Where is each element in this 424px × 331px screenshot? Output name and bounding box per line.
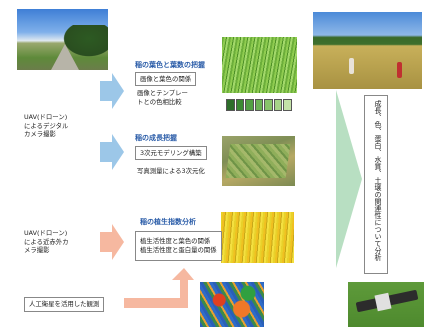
growth-header: 稲の成長把握	[135, 134, 177, 142]
3d-model-surface	[225, 144, 291, 178]
color-swatch	[264, 99, 273, 111]
field-survey-photo	[313, 12, 422, 89]
result-box: 成長、色、蛋白、水質、土壌の関連性について分析	[364, 95, 388, 274]
fixed-wing-drone-photo	[348, 282, 424, 327]
satellite-image	[200, 282, 264, 327]
person-figure	[397, 62, 402, 78]
drone-body	[374, 292, 392, 312]
color-swatch	[235, 99, 245, 111]
leaf-color-box: 画像と葉色の関係	[135, 72, 197, 86]
growth-box: 3次元モデリング構築	[135, 146, 207, 160]
vegetation-index-photo	[221, 212, 294, 263]
blue-arrow-icon	[100, 73, 124, 109]
growth-text: 写真測量による3次元化	[137, 167, 205, 175]
vegetation-box: 植生活性度と葉色の関係 植生活性度と蛋白量の関係	[135, 231, 222, 261]
3d-model-photo	[222, 136, 295, 186]
color-swatch	[283, 99, 293, 111]
color-swatch	[254, 99, 264, 111]
rice-plant-photo	[222, 37, 297, 93]
color-swatch	[273, 99, 283, 111]
satellite-box: 人工衛星を活用した観測	[24, 297, 105, 312]
rural-road-photo	[17, 9, 108, 70]
vegetation-header: 稲の植生指数分析	[140, 218, 196, 226]
leaf-color-header: 稲の葉色と葉数の把握	[135, 61, 205, 69]
uav-infrared-label: UAV(ドローン) による近赤外カ メラ撮影	[24, 229, 69, 255]
color-swatch	[226, 99, 235, 111]
person-figure	[349, 58, 354, 74]
green-arrow-icon	[336, 90, 362, 268]
uav-digital-label: UAV(ドローン) によるデジタル カメラ撮影	[24, 113, 69, 139]
salmon-arrow-icon	[100, 224, 124, 260]
color-swatch	[245, 99, 254, 111]
salmon-bent-arrow-icon	[124, 268, 194, 308]
leaf-color-chart	[226, 99, 293, 111]
road-shape	[51, 44, 79, 70]
leaf-color-text: 画像とテンプレー トとの色相比較	[137, 89, 188, 106]
blue-arrow-icon	[100, 134, 124, 170]
